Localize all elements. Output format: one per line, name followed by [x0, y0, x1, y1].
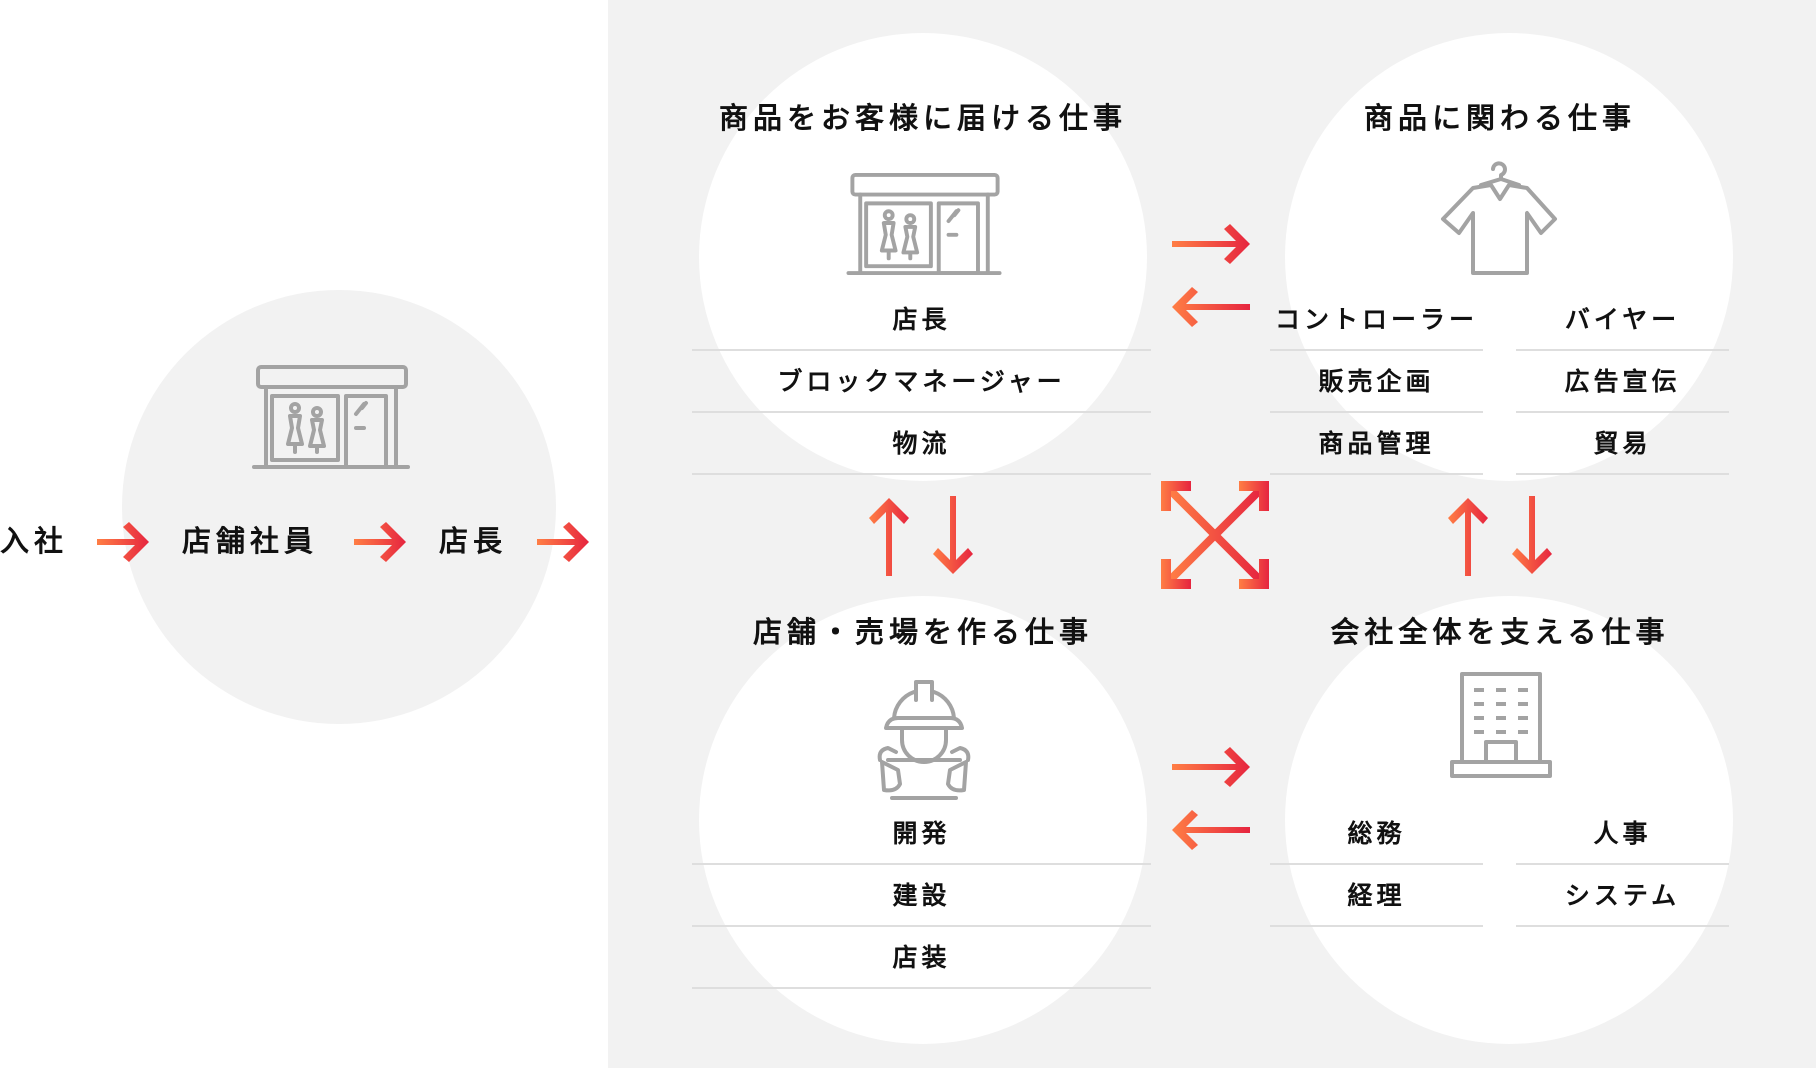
flow-step-store-staff: 店舗社員 — [182, 524, 319, 558]
office-building-icon — [1450, 672, 1552, 778]
product-item: 貿易 — [1516, 411, 1729, 475]
store-build-title: 店舗・売場を作る仕事 — [752, 615, 1094, 649]
product-item: 商品管理 — [1270, 411, 1483, 475]
corporate-item: 経理 — [1270, 863, 1483, 927]
deliver-item: 店長 — [692, 287, 1151, 351]
arrow-left-icon — [1172, 810, 1250, 850]
arrow-down-icon — [1512, 496, 1552, 574]
product-item: コントローラー — [1270, 287, 1483, 351]
deliver-title: 商品をお客様に届ける仕事 — [718, 101, 1128, 135]
product-item: 広告宣伝 — [1516, 349, 1729, 413]
storefront-icon — [846, 172, 1002, 276]
cross-arrows-icon — [1161, 481, 1269, 589]
arrow-right-icon — [1172, 747, 1250, 787]
store-build-circle — [699, 596, 1147, 1044]
corporate-circle — [1285, 596, 1733, 1044]
corporate-item: システム — [1516, 863, 1729, 927]
shirt-hanger-icon — [1441, 161, 1557, 275]
corporate-item: 総務 — [1270, 801, 1483, 865]
store-staff-circle — [122, 290, 556, 724]
corporate-item: 人事 — [1516, 801, 1729, 865]
arrow-right-icon — [537, 522, 589, 562]
store-build-item: 店装 — [692, 925, 1151, 989]
product-title: 商品に関わる仕事 — [1363, 101, 1637, 135]
store-build-item: 開発 — [692, 801, 1151, 865]
arrow-up-icon — [869, 498, 909, 576]
arrow-left-icon — [1172, 287, 1250, 327]
product-item: 販売企画 — [1270, 349, 1483, 413]
flow-step-store-manager: 店長 — [439, 524, 508, 558]
arrow-right-icon — [97, 522, 149, 562]
product-circle — [1285, 33, 1733, 481]
arrow-up-icon — [1448, 498, 1488, 576]
arrow-right-icon — [1172, 224, 1250, 264]
deliver-circle — [699, 33, 1147, 481]
arrow-right-icon — [354, 522, 406, 562]
product-item: バイヤー — [1516, 287, 1729, 351]
construction-worker-icon — [877, 680, 971, 800]
storefront-icon — [252, 365, 410, 469]
store-build-item: 建設 — [692, 863, 1151, 927]
deliver-item: 物流 — [692, 411, 1151, 475]
corporate-title: 会社全体を支える仕事 — [1330, 615, 1670, 649]
flow-step-joining: 入社 — [0, 524, 69, 558]
arrow-down-icon — [933, 496, 973, 574]
deliver-item: ブロックマネージャー — [692, 349, 1151, 413]
